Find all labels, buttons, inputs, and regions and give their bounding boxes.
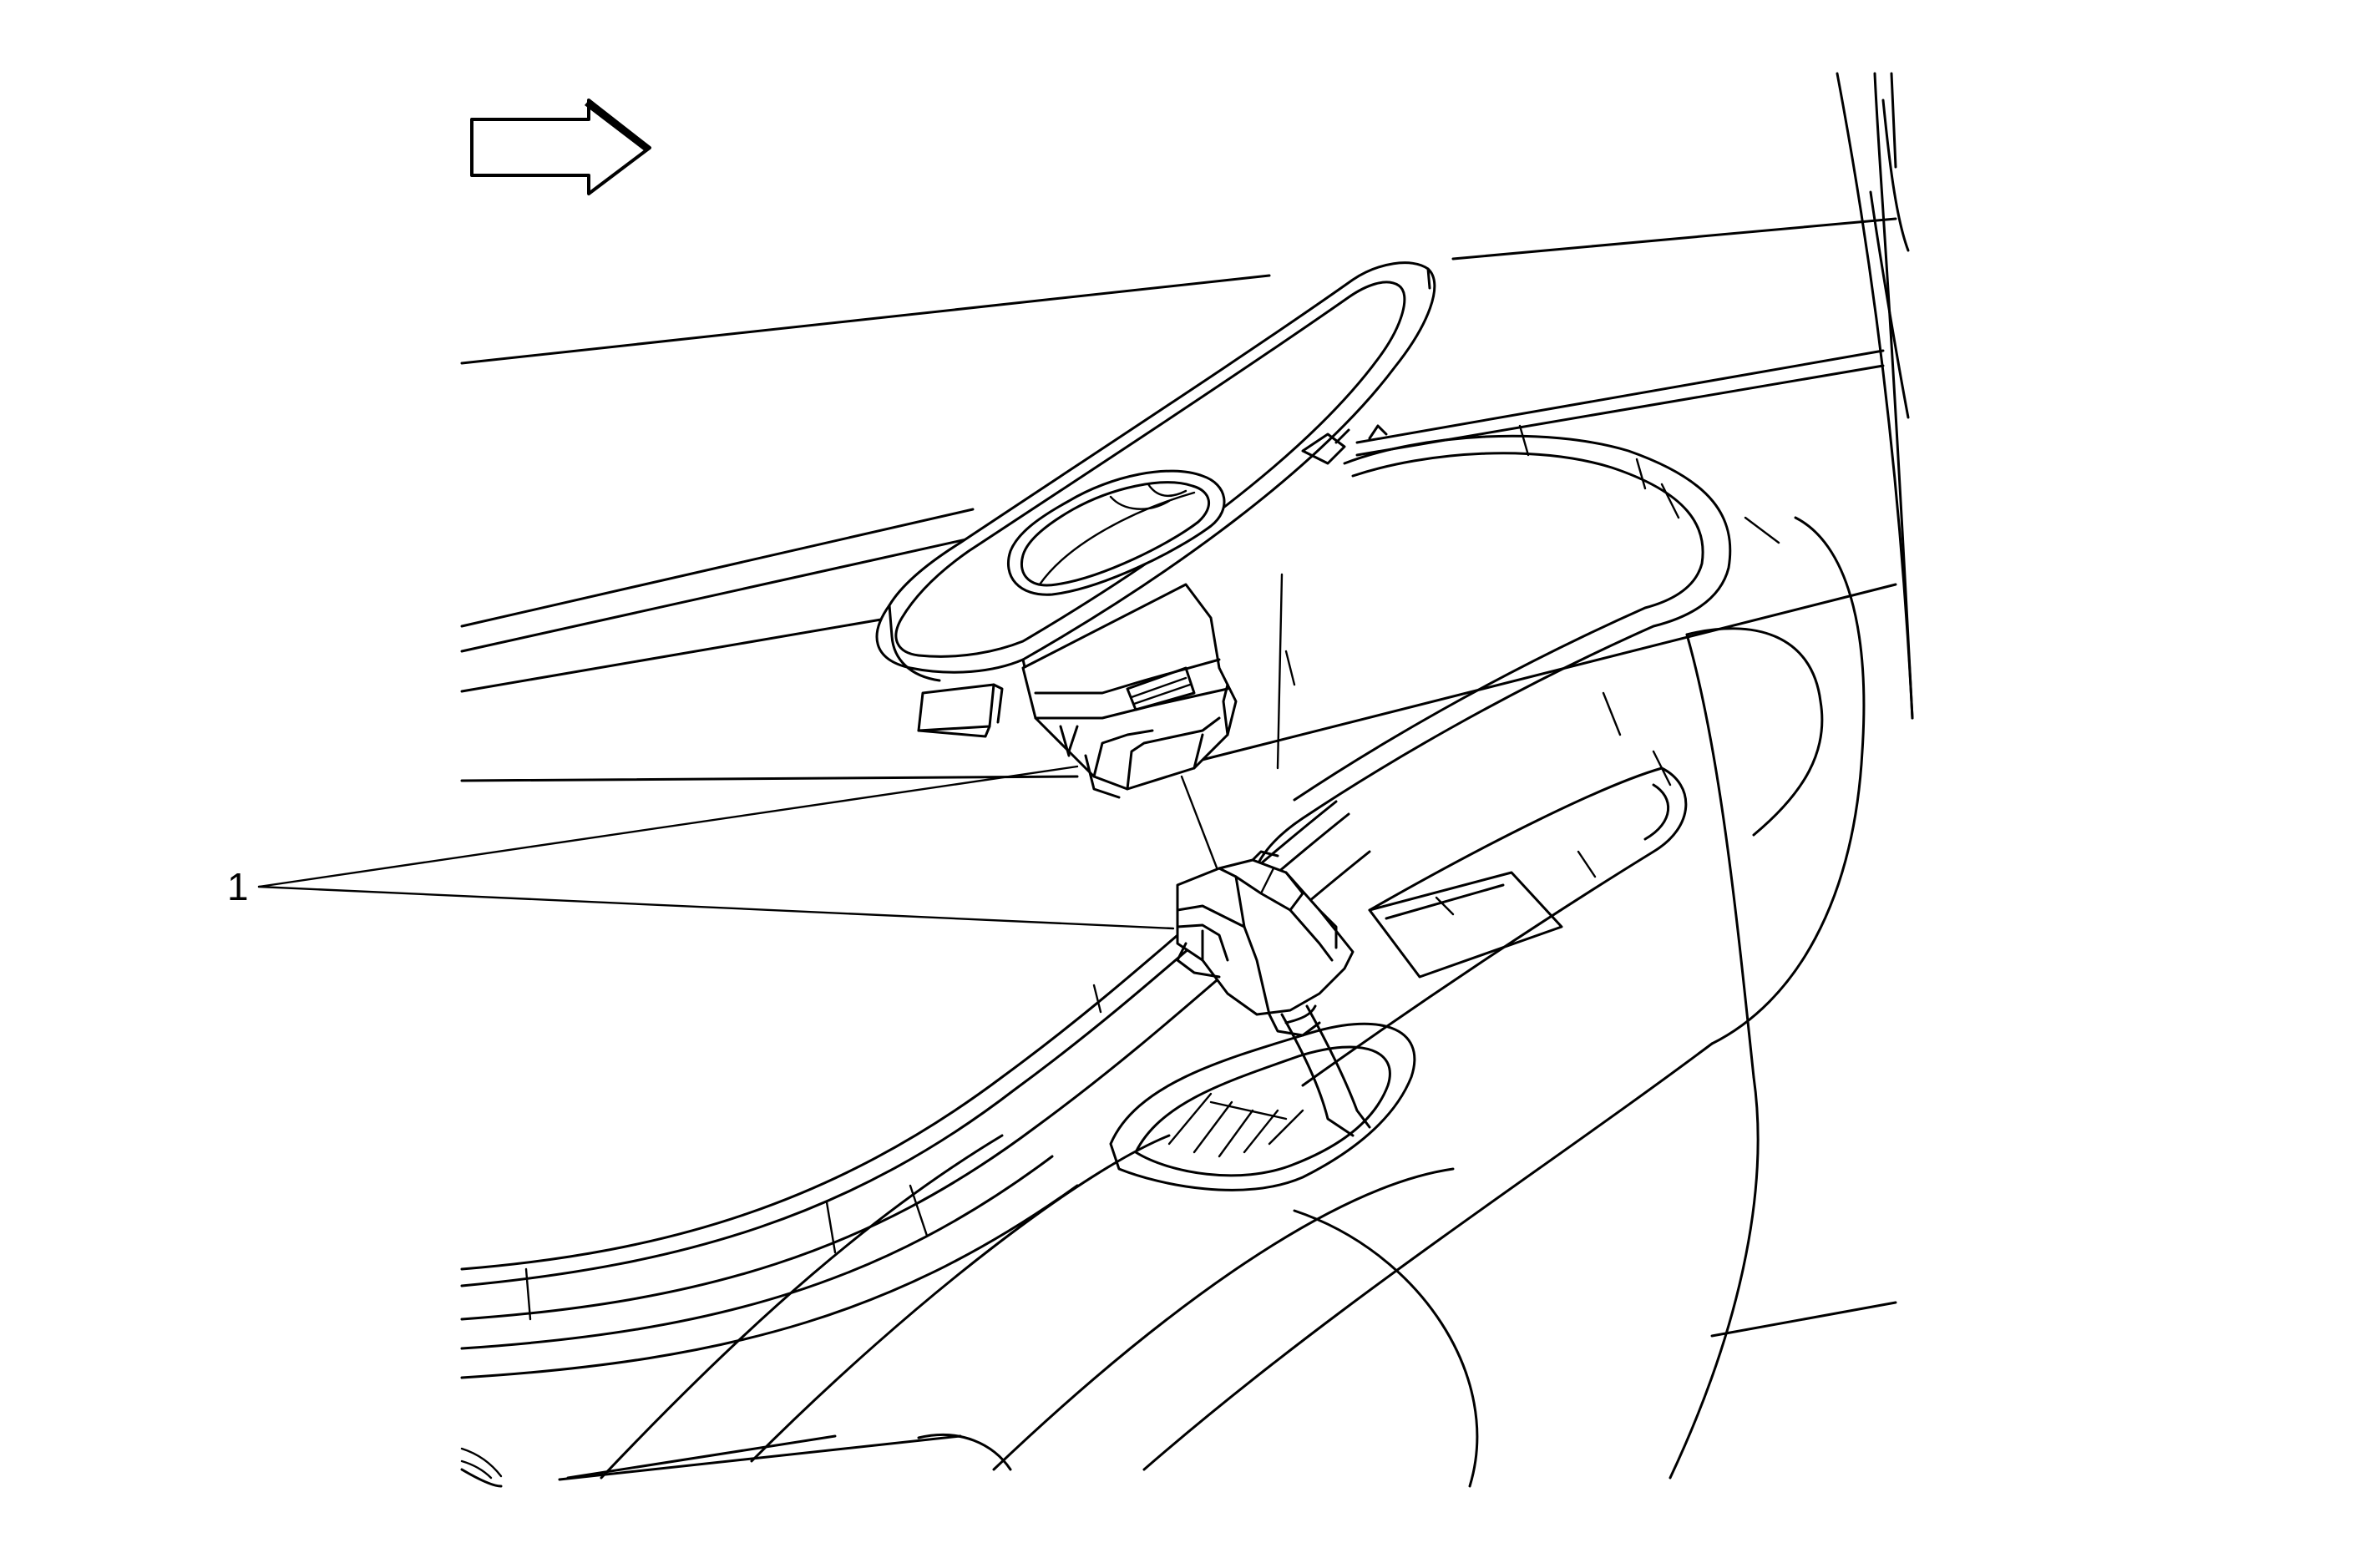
electrical-connector — [1176, 850, 1371, 1137]
window-switch-bezel — [875, 261, 1436, 799]
direction-arrow-icon — [470, 99, 651, 195]
explode-lines — [1180, 573, 1284, 887]
callout-1: 1 — [227, 765, 1175, 930]
callout-label-1: 1 — [227, 865, 249, 908]
door-panel — [460, 72, 1914, 1488]
